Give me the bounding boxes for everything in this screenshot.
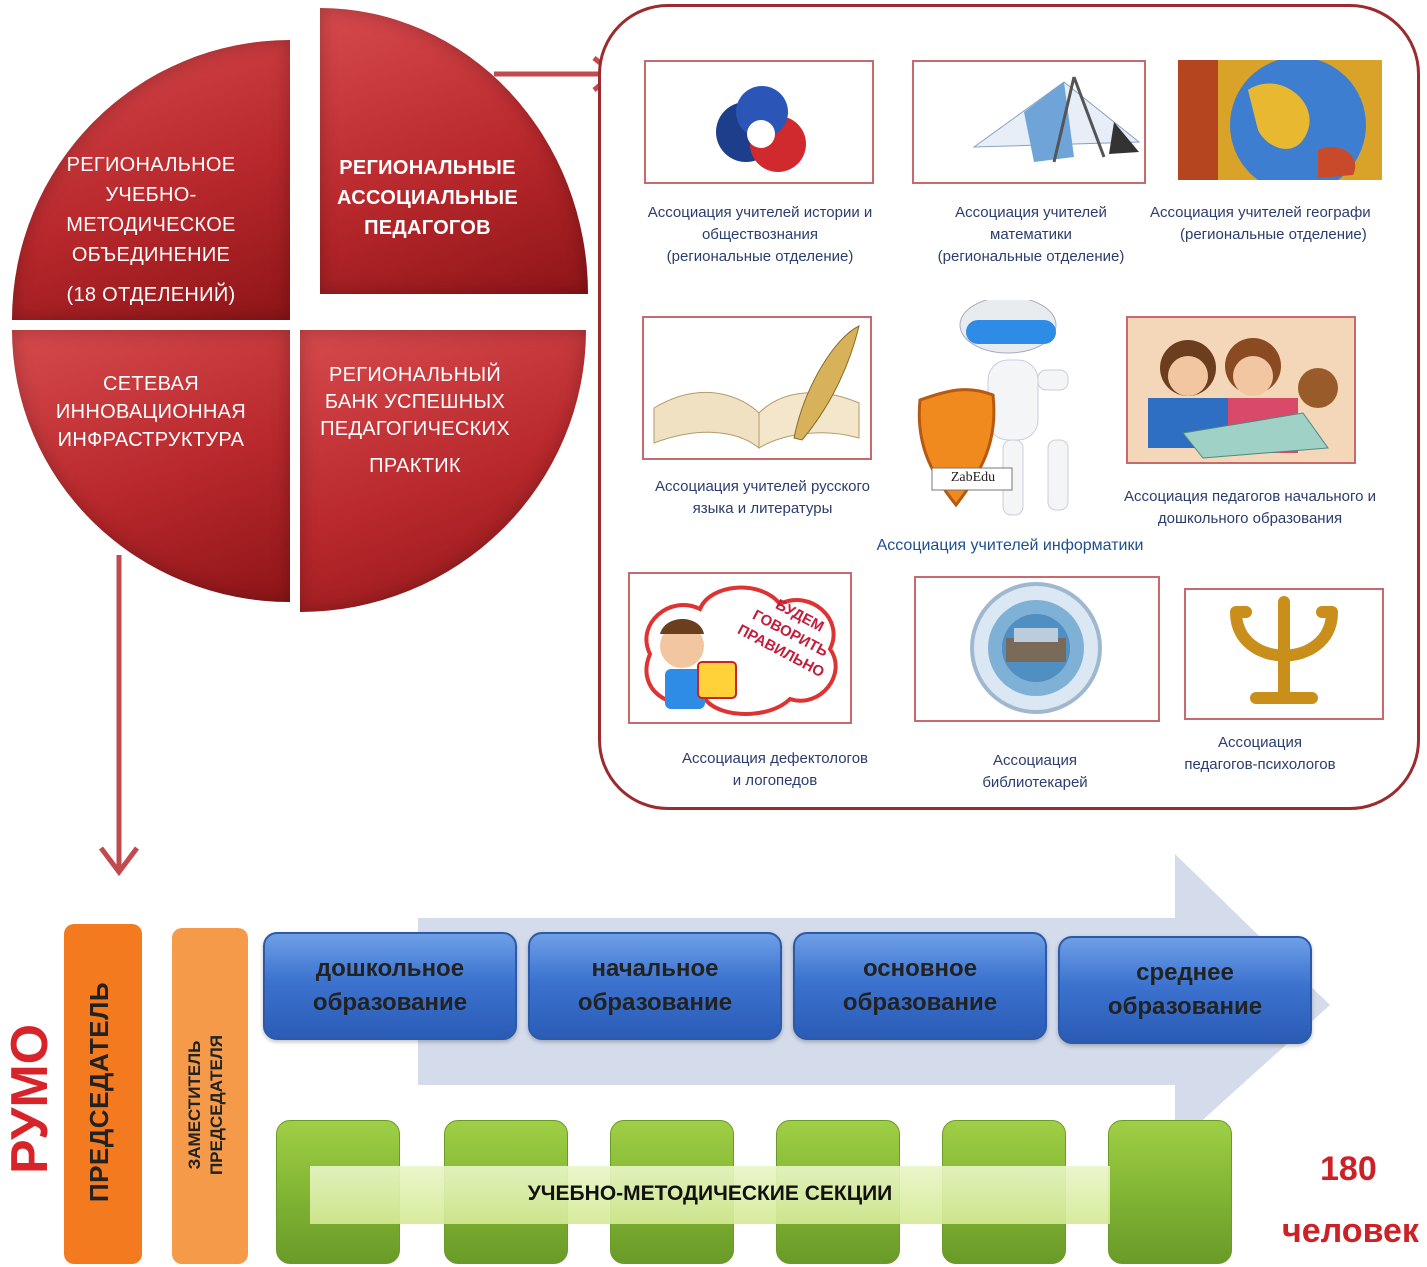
quad-line: РЕГИОНАЛЬНЫЙ xyxy=(328,364,502,386)
member-count-unit: человек xyxy=(1282,1212,1419,1250)
level-line: образование xyxy=(842,989,998,1016)
quad-line: ИНФРАСТРУКТУРА xyxy=(57,429,245,451)
arrow-head-down xyxy=(99,846,139,877)
level-line: основное xyxy=(862,955,978,982)
rumo-title: РУМО xyxy=(1,1023,59,1174)
thumb-math xyxy=(912,60,1146,184)
quad-line: УЧЕБНО- xyxy=(105,184,197,206)
caption-line: Ассоциация педагогов начального и xyxy=(1123,488,1377,505)
caption-math: Ассоциация учителей математики (регионал… xyxy=(906,202,1156,268)
level-secondary: среднее образование xyxy=(1058,936,1312,1044)
globe-icon xyxy=(1178,60,1382,180)
caption-line: Ассоциация учителей xyxy=(955,204,1107,221)
zabedu-logo-text: ZabEdu xyxy=(950,470,996,485)
library-disc-icon xyxy=(970,582,1102,714)
caption-psych: Ассоциация педагогов-психологов xyxy=(1150,732,1370,776)
thumb-psych xyxy=(1184,588,1384,720)
level-line: образование xyxy=(577,989,733,1016)
level-basic: основное образование xyxy=(793,932,1047,1040)
caption-line: обществознания xyxy=(701,226,819,243)
level-preschool: дошкольное образование xyxy=(263,932,517,1040)
quad-line: ОБЪЕДИНЕНИЕ xyxy=(71,244,231,266)
psi-symbol-icon xyxy=(1230,596,1338,704)
caption-line: библиотекарей xyxy=(982,774,1088,791)
quadrant-regional-associations-text: РЕГИОНАЛЬНЫЕ АССОЦИАЛЬНЫЕ ПЕДАГОГОВ xyxy=(320,153,535,243)
thumb-library xyxy=(914,576,1160,722)
quad-line: РЕГИОНАЛЬНОЕ xyxy=(66,154,236,176)
quad-line: СЕТЕВАЯ xyxy=(103,373,199,395)
caption-line: языка и литературы xyxy=(692,500,833,517)
level-line: образование xyxy=(1107,993,1263,1020)
caption-russian: Ассоциация учителей русского языка и лит… xyxy=(620,476,905,520)
caption-line: педагогов-психологов xyxy=(1184,756,1336,773)
thumb-defect: БУДЕМ ГОВОРИТЬ ПРАВИЛЬНО xyxy=(628,572,852,724)
caption-history: Ассоциация учителей истории и обществозн… xyxy=(610,202,910,268)
caption-line: (региональные отделение) xyxy=(937,248,1125,265)
quadrant-regional-umo: РЕГИОНАЛЬНОЕ УЧЕБНО- МЕТОДИЧЕСКОЕ ОБЪЕДИ… xyxy=(12,40,290,320)
caption-line: дошкольного образования xyxy=(1157,510,1343,527)
thumb-informatics: ZabEdu xyxy=(898,296,1098,525)
thumb-primary xyxy=(1126,316,1356,464)
level-line: образование xyxy=(312,989,468,1016)
children-reading-icon xyxy=(1128,318,1354,462)
caption-line: (региональные отделение) xyxy=(1180,226,1367,243)
caption-informatics: Ассоциация учителей информатики xyxy=(876,537,1144,554)
quadrant-network-infrastructure-text: СЕТЕВАЯ ИННОВАЦИОННАЯ ИНФРАСТРУКТУРА xyxy=(12,370,290,454)
member-count-number: 180 xyxy=(1320,1150,1377,1188)
thumb-geography xyxy=(1178,60,1382,180)
robot-shield-icon xyxy=(917,296,1069,516)
chair-label: ПРЕДСЕДАТЕЛЬ xyxy=(84,981,114,1203)
caption-line: Ассоциация учителей истории и xyxy=(647,204,873,221)
quad-subline: (18 ОТДЕЛЕНИЙ) xyxy=(66,284,236,306)
sections-band xyxy=(310,1166,1110,1224)
quad-line: АССОЦИАЛЬНЫЕ xyxy=(337,187,518,209)
caption-line: Ассоциация учителей географи xyxy=(1150,204,1371,221)
quad-line: БАНК УСПЕШНЫХ xyxy=(324,391,506,413)
thumb-history xyxy=(644,60,874,184)
deputy-label: ЗАМЕСТИТЕЛЬ ПРЕДСЕДАТЕЛЯ xyxy=(184,995,228,1215)
caption-primary: Ассоциация педагогов начального и дошкол… xyxy=(1090,486,1410,530)
quad-line: МЕТОДИЧЕСКОЕ xyxy=(66,214,236,236)
caption-line: Ассоциация xyxy=(993,752,1077,769)
quadrant-practices-bank-text: РЕГИОНАЛЬНЫЙ БАНК УСПЕШНЫХ ПЕДАГОГИЧЕСКИ… xyxy=(300,362,530,480)
section-box xyxy=(1108,1120,1232,1264)
quad-line: РЕГИОНАЛЬНЫЕ xyxy=(339,157,516,179)
sections-label: УЧЕБНО-МЕТОДИЧЕСКИЕ СЕКЦИИ xyxy=(527,1182,893,1205)
quad-line: ПЕДАГОГИЧЕСКИХ xyxy=(320,418,510,440)
caption-line: Ассоциация xyxy=(1218,734,1302,751)
caption-line: (региональные отделение) xyxy=(666,248,854,265)
caption-defect: Ассоциация дефектологов и логопедов xyxy=(640,748,910,792)
level-line: дошкольное xyxy=(315,955,465,982)
history-logo-icon xyxy=(716,86,806,172)
book-quill-icon xyxy=(653,325,860,450)
quad-line: ИННОВАЦИОННАЯ xyxy=(55,401,247,423)
deputy-line: ПРЕДСЕДАТЕЛЯ xyxy=(207,1034,226,1176)
deputy-line: ЗАМЕСТИТЕЛЬ xyxy=(185,1040,204,1170)
quad-line: ПЕДАГОГОВ xyxy=(364,217,491,239)
level-line: начальное xyxy=(591,955,719,982)
thumb-russian xyxy=(642,316,872,460)
caption-line: Ассоциация дефектологов xyxy=(681,750,869,767)
speech-cloud-icon xyxy=(644,585,838,716)
deputy-bar xyxy=(172,928,248,1264)
caption-geography: Ассоциация учителей географи (региональн… xyxy=(1150,202,1425,246)
caption-line: математики xyxy=(990,226,1072,243)
caption-line: и логопедов xyxy=(732,772,818,789)
caption-library: Ассоциация библиотекарей xyxy=(935,750,1135,794)
level-line: среднее xyxy=(1136,959,1234,986)
quad-line: ПРАКТИК xyxy=(369,455,461,477)
caption-line: Ассоциация учителей русского xyxy=(654,478,871,495)
level-primary: начальное образование xyxy=(528,932,782,1040)
chair-bar xyxy=(64,924,142,1264)
quadrant-regional-umo-text: РЕГИОНАЛЬНОЕ УЧЕБНО- МЕТОДИЧЕСКОЕ ОБЪЕДИ… xyxy=(12,150,290,310)
geometry-tools-icon xyxy=(972,76,1141,163)
